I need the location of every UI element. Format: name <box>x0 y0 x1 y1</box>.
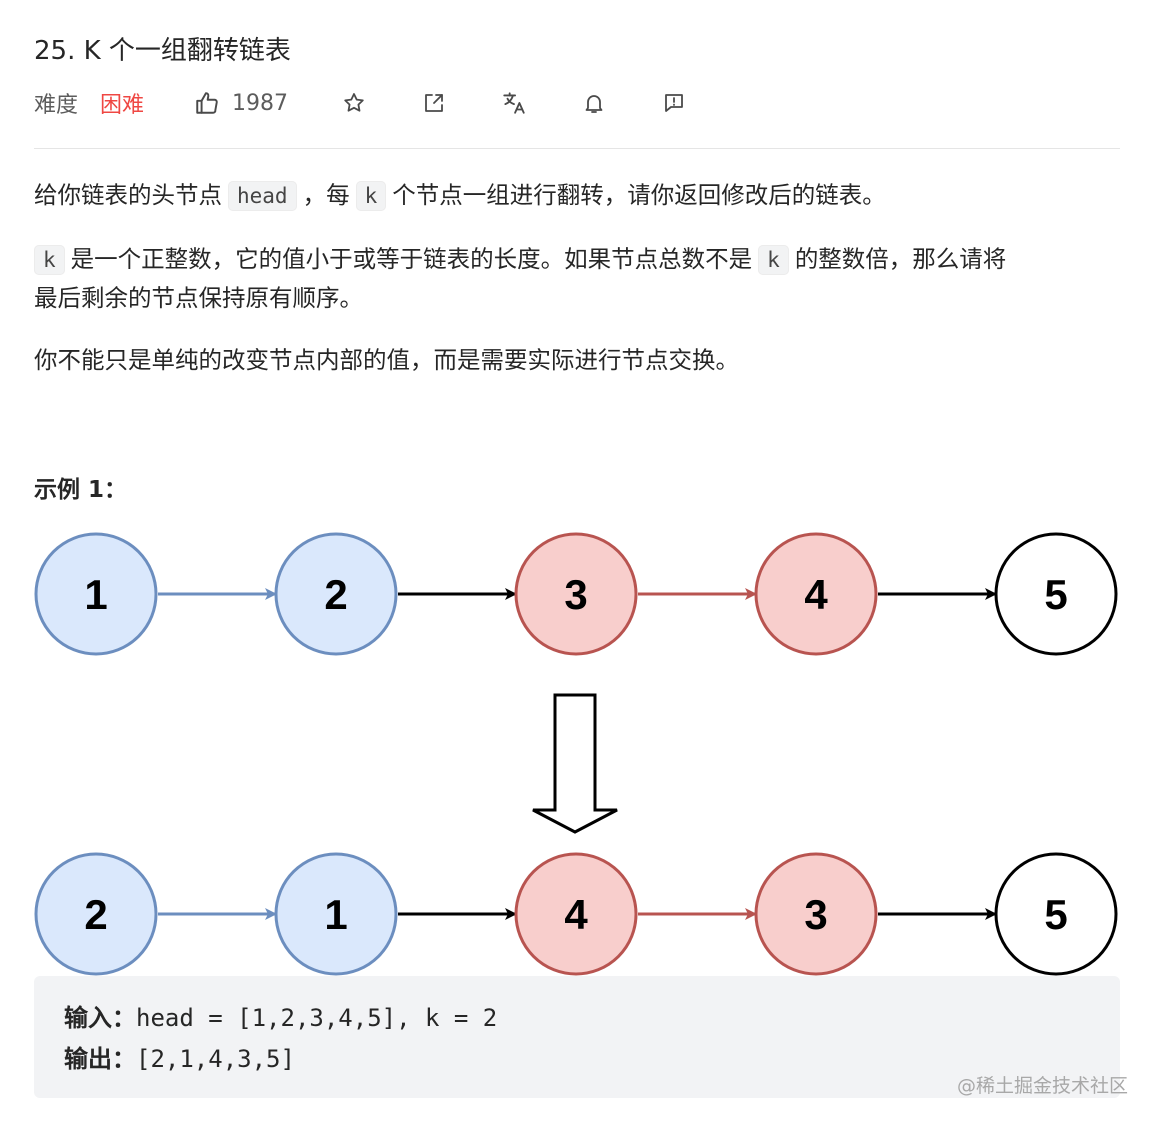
after-node-circle <box>514 852 638 976</box>
before-node-circle <box>34 532 158 656</box>
example-title: 示例 1： <box>34 477 128 503</box>
after-node-value: 3 <box>804 891 827 938</box>
after-node-value: 1 <box>324 891 347 938</box>
after-node-circle <box>994 852 1118 976</box>
example-output: 输出：[2,1,4,3,5] <box>64 1045 295 1073</box>
like-button[interactable]: 1987 <box>194 90 288 116</box>
before-node-value: 2 <box>324 571 347 618</box>
example-input: 输入：head = [1,2,3,4,5], k = 2 <box>64 1004 498 1032</box>
before-node-value: 5 <box>1044 571 1067 618</box>
translate-button[interactable] <box>500 89 528 117</box>
bell-icon <box>585 95 603 113</box>
example-io-block: 输入：head = [1,2,3,4,5], k = 2 输出：[2,1,4,3… <box>34 976 1120 1098</box>
header-divider <box>34 148 1120 149</box>
thumbs-up-icon <box>196 92 218 114</box>
example-diagram: 1 2 3 4 5 2 1 4 3 5 <box>34 532 1118 976</box>
feedback-icon <box>665 94 683 112</box>
before-node-circle <box>994 532 1118 656</box>
linked-list-after: 2 1 4 3 5 <box>34 852 1118 976</box>
after-node-circle <box>34 852 158 976</box>
linked-list-before: 1 2 3 4 5 <box>34 532 1118 656</box>
after-node-value: 5 <box>1044 891 1067 938</box>
inline-code-k: k <box>758 245 789 275</box>
subscribe-button[interactable] <box>580 89 608 117</box>
problem-meta-bar: 难度 困难 1987 <box>34 86 688 120</box>
difficulty-badge: 困难 <box>100 93 145 118</box>
after-node-value: 2 <box>84 891 107 938</box>
like-count: 1987 <box>232 90 289 116</box>
problem-title: 25. K 个一组翻转链表 <box>34 36 291 66</box>
watermark: @稀土掘金技术社区 <box>956 1075 1128 1097</box>
difficulty-label: 难度 <box>34 93 79 118</box>
share-button[interactable] <box>420 89 448 117</box>
before-node-value: 3 <box>564 571 587 618</box>
star-icon <box>344 93 364 112</box>
before-node-value: 1 <box>84 571 107 618</box>
translate-icon <box>503 92 525 114</box>
inline-code-k: k <box>34 245 65 275</box>
description-paragraph-3: 你不能只是单纯的改变节点内部的值，而是需要实际进行节点交换。 <box>34 346 739 374</box>
transform-down-arrow <box>532 693 618 834</box>
inline-code-head: head <box>228 181 297 211</box>
feedback-button[interactable] <box>660 89 688 117</box>
after-node-circle <box>274 852 398 976</box>
inline-code-k: k <box>355 181 387 211</box>
before-node-circle <box>754 532 878 656</box>
share-icon <box>425 94 443 112</box>
before-node-value: 4 <box>804 571 828 618</box>
after-node-circle <box>754 852 878 976</box>
before-node-circle <box>274 532 398 656</box>
after-node-value: 4 <box>564 891 588 938</box>
before-node-circle <box>514 532 638 656</box>
favorite-button[interactable] <box>340 89 368 117</box>
